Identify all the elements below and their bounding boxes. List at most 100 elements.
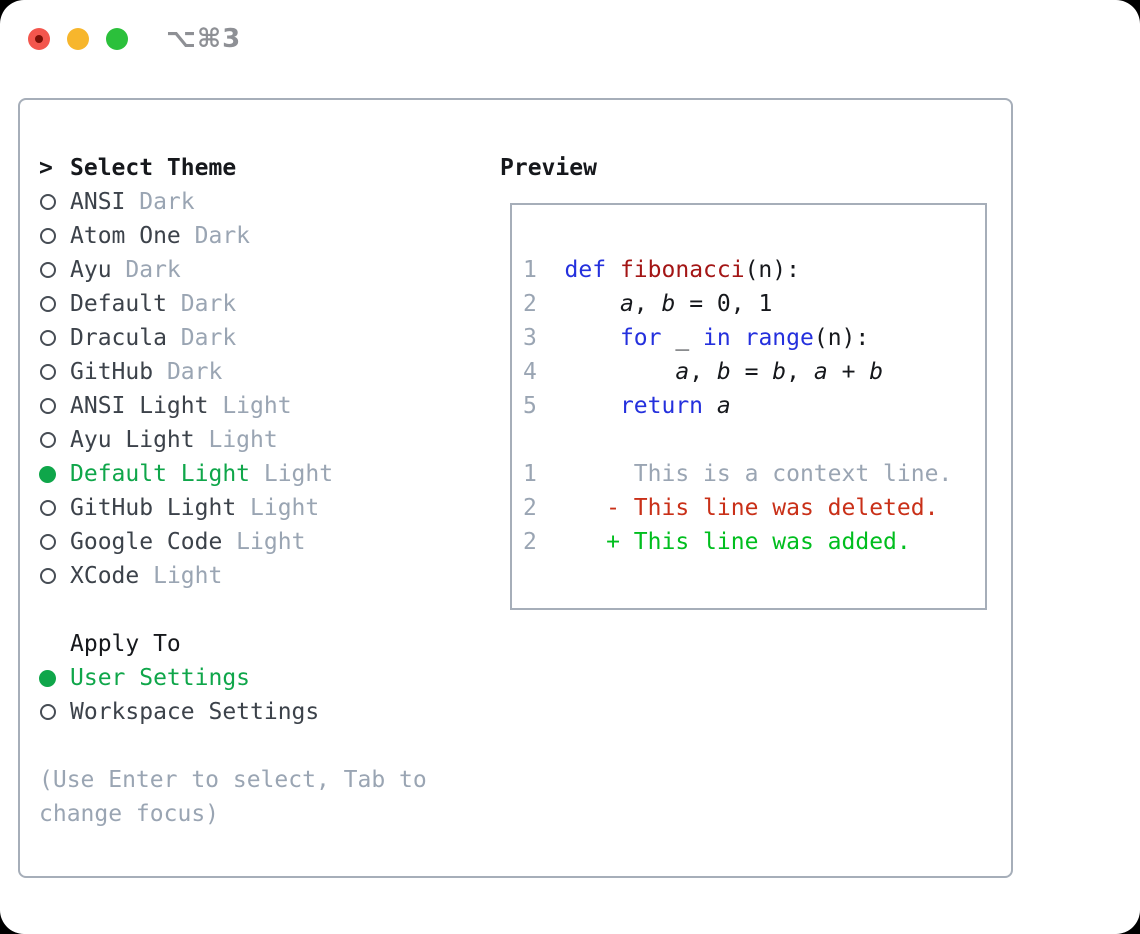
apply-to-header: Apply To xyxy=(39,627,427,661)
variant-badge: Dark xyxy=(166,291,237,317)
variant-badge: Light xyxy=(222,529,306,555)
radio-slot xyxy=(39,669,70,687)
radio-icon xyxy=(40,364,56,380)
theme-option-google-code[interactable]: Google Code Light xyxy=(39,525,427,559)
option-label: ANSI xyxy=(70,189,126,215)
radio-slot xyxy=(39,228,70,244)
apply-option-user-settings[interactable]: User Settings xyxy=(39,661,427,695)
radio-icon xyxy=(40,330,56,346)
theme-option-github-light[interactable]: GitHub Light Light xyxy=(39,491,427,525)
code-token: = xyxy=(730,359,773,385)
line-number: 2 xyxy=(523,529,607,555)
radio-slot xyxy=(39,330,70,346)
theme-option-default[interactable]: Default Dark xyxy=(39,287,427,321)
code-token: a xyxy=(675,359,690,385)
code-token: in xyxy=(703,325,731,351)
code-token xyxy=(565,325,620,351)
option-label: Default xyxy=(70,291,167,317)
theme-option-xcode[interactable]: XCode Light xyxy=(39,559,427,593)
radio-icon xyxy=(40,398,56,414)
blank-line xyxy=(523,423,985,457)
hint-line: (Use Enter to select, Tab to xyxy=(39,767,427,793)
radio-slot xyxy=(39,432,70,448)
code-line: 1 def fibonacci(n): xyxy=(523,253,985,287)
radio-icon xyxy=(40,568,56,584)
line-number: 3 xyxy=(523,325,565,351)
option-label: Atom One xyxy=(70,223,181,249)
option-label: GitHub xyxy=(70,359,154,385)
code-token xyxy=(565,393,620,419)
radio-slot xyxy=(39,398,70,414)
option-label: Google Code xyxy=(70,529,223,555)
code-token: return xyxy=(619,393,704,419)
theme-option-ansi-light[interactable]: ANSI Light Light xyxy=(39,389,427,423)
radio-slot xyxy=(39,534,70,550)
code-token: a xyxy=(619,291,634,317)
line-number: 1 xyxy=(523,257,565,283)
code-token: a xyxy=(813,359,828,385)
diff-text: This is a context line. xyxy=(606,461,953,487)
radio-slot xyxy=(39,465,70,483)
diff-line-del: 2 - This line was deleted. xyxy=(523,491,985,525)
code-token xyxy=(703,393,717,419)
theme-option-default-light[interactable]: Default Light Light xyxy=(39,457,427,491)
code-token: a xyxy=(716,393,731,419)
preview-title: Preview xyxy=(500,155,597,181)
code-token xyxy=(606,257,620,283)
radio-slot xyxy=(39,704,70,720)
variant-badge: Dark xyxy=(180,223,251,249)
variant-badge: Dark xyxy=(166,325,237,351)
diff-line-add: 2 + This line was added. xyxy=(523,525,985,559)
record-dot-icon xyxy=(35,35,43,43)
line-number: 5 xyxy=(523,393,565,419)
variant-badge: Dark xyxy=(125,189,195,215)
code-line: 3 for _ in range(n): xyxy=(523,321,985,355)
theme-option-github[interactable]: GitHub Dark xyxy=(39,355,427,389)
theme-option-ayu[interactable]: Ayu Dark xyxy=(39,253,427,287)
radio-icon xyxy=(40,500,56,516)
radio-slot xyxy=(39,568,70,584)
radio-icon xyxy=(40,194,56,210)
code-token: _ xyxy=(661,325,704,351)
diff-text: + This line was added. xyxy=(606,529,911,555)
window-title: ⌥⌘3 xyxy=(166,24,242,54)
code-token: b xyxy=(772,359,787,385)
code-token: def xyxy=(564,257,607,283)
code-line: 4 a, b = b, a + b xyxy=(523,355,985,389)
radio-icon xyxy=(40,296,56,312)
radio-selected-icon xyxy=(39,465,56,483)
close-button[interactable] xyxy=(28,28,50,50)
theme-option-atom-one[interactable]: Atom One Dark xyxy=(39,219,427,253)
code-line: 2 a, b = 0, 1 xyxy=(523,287,985,321)
radio-selected-icon xyxy=(39,669,56,687)
line-number: 2 xyxy=(523,291,565,317)
hint-line: change focus) xyxy=(39,801,220,827)
code-token: , xyxy=(633,291,662,317)
code-token: + xyxy=(827,359,870,385)
maximize-button[interactable] xyxy=(106,28,128,50)
option-label: Workspace Settings xyxy=(70,699,320,725)
option-label: Ayu Light xyxy=(70,427,195,453)
code-token: for xyxy=(619,325,662,351)
apply-option-workspace-settings[interactable]: Workspace Settings xyxy=(39,695,427,729)
option-label: User Settings xyxy=(70,665,251,691)
theme-option-ansi[interactable]: ANSI Dark xyxy=(39,185,427,219)
theme-list-title: Select Theme xyxy=(70,155,237,181)
code-token: (n): xyxy=(744,257,800,283)
option-label: XCode xyxy=(70,563,140,589)
theme-option-ayu-light[interactable]: Ayu Light Light xyxy=(39,423,427,457)
theme-option-dracula[interactable]: Dracula Dark xyxy=(39,321,427,355)
option-label: Default Light xyxy=(70,461,251,487)
code-token: = 0, 1 xyxy=(675,291,773,317)
radio-slot xyxy=(39,194,70,210)
code-token: b xyxy=(716,359,731,385)
code-token: range xyxy=(744,325,814,351)
line-number: 4 xyxy=(523,359,565,385)
minimize-button[interactable] xyxy=(67,28,89,50)
option-label: GitHub Light xyxy=(70,495,237,521)
keyboard-hint: (Use Enter to select, Tab to change focus… xyxy=(39,763,427,831)
